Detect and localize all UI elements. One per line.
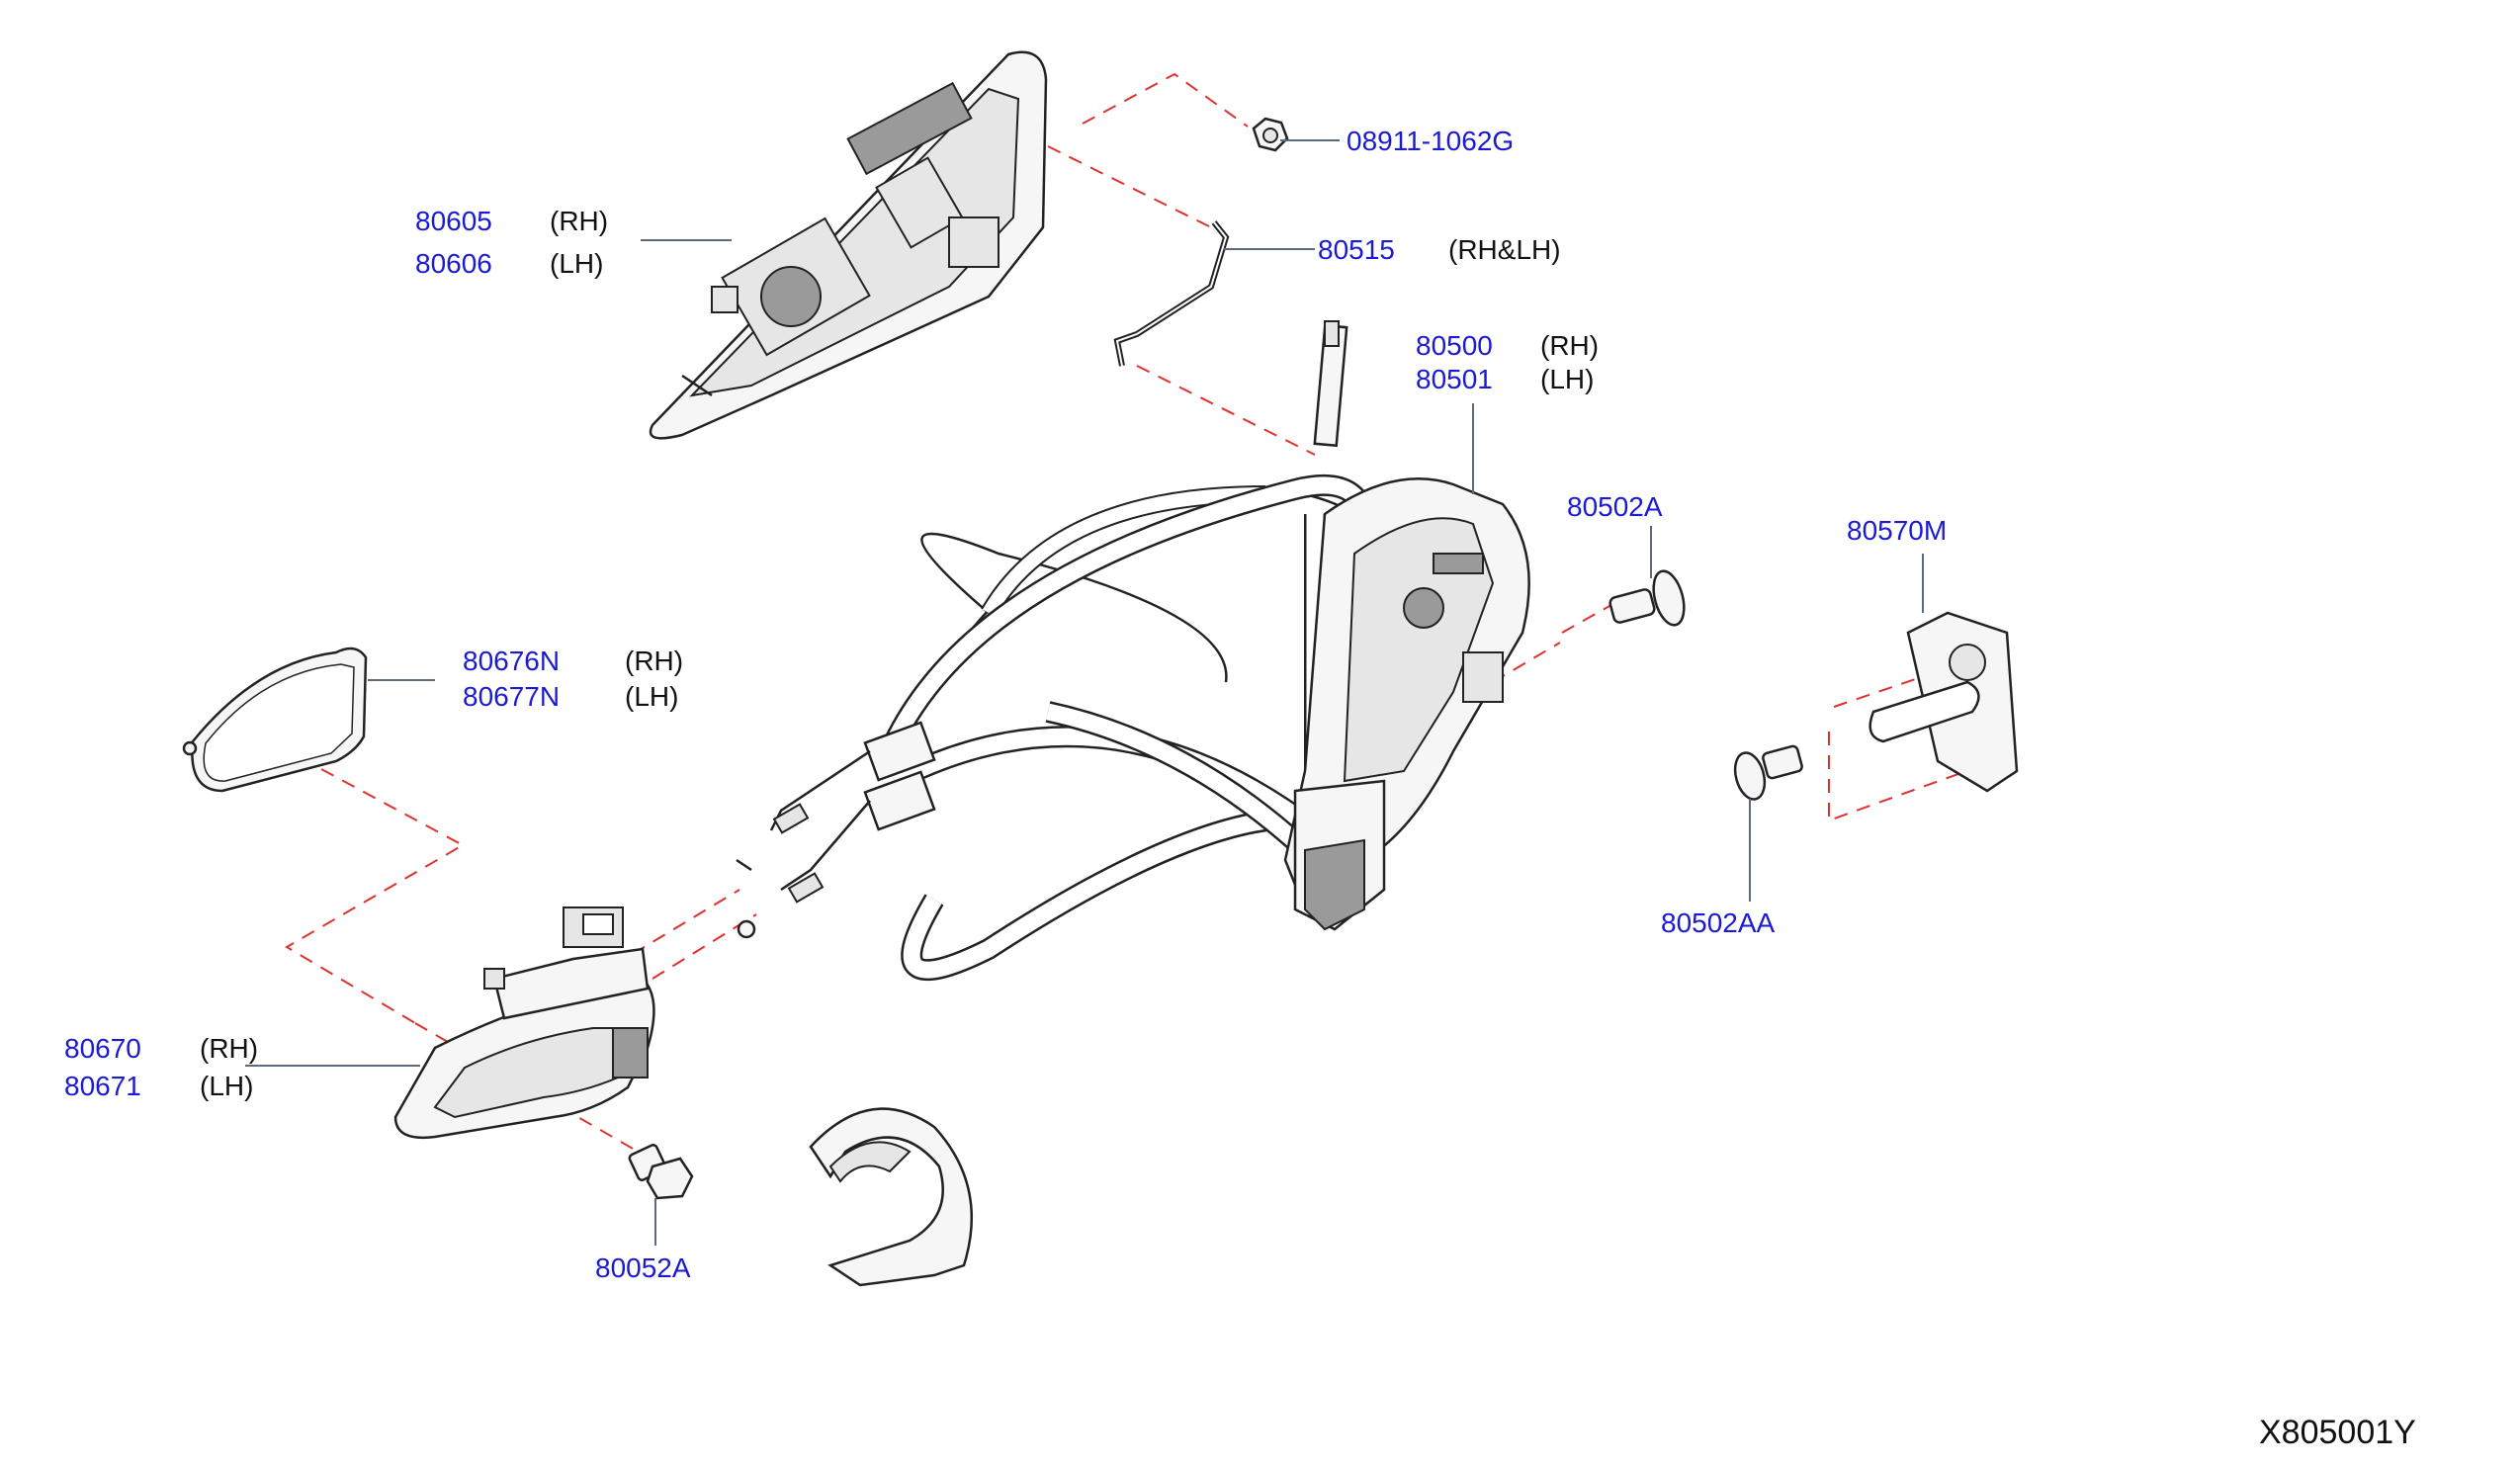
label-80501-side: (LH) (1540, 364, 1594, 394)
outside-door-handle-80670 (393, 906, 655, 1140)
handle-bolt-80052A (628, 1144, 694, 1200)
label-80606-side: (LH) (550, 248, 603, 279)
lock-rod-80515 (1113, 220, 1230, 367)
label-80502A-part: 80502A (1567, 491, 1663, 522)
label-80570M-part: 80570M (1847, 515, 1947, 546)
label-80676N-side: (RH) (625, 646, 683, 676)
label-08911-part: 08911-1062G (1347, 126, 1514, 156)
door-lock-cables (736, 474, 1375, 982)
handle-gasket-80676N (182, 647, 368, 793)
label-80501-part: 80501 (1416, 364, 1493, 394)
label-80671-side: (LH) (200, 1071, 253, 1101)
label-80606-part: 80606 (415, 248, 492, 279)
label-80670-part: 80670 (64, 1033, 141, 1064)
inside-door-handle-80605 (649, 50, 1048, 440)
striker-screw-80502A (1608, 569, 1686, 627)
striker-screw-80502AA (1733, 744, 1803, 801)
label-80515-part: 80515 (1318, 234, 1395, 265)
part-labels: 80605 (RH) 80606 (LH) 08911-1062G 80515 … (64, 126, 2416, 1451)
door-lock-actuator-80500 (1283, 320, 1530, 931)
flange-nut-08911 (1252, 117, 1289, 152)
handle-escutcheon-cover (809, 1107, 974, 1287)
label-80677N-side: (LH) (625, 681, 678, 712)
label-80500-part: 80500 (1416, 330, 1493, 361)
label-80515-side: (RH&LH) (1448, 234, 1561, 265)
label-80670-side: (RH) (200, 1033, 258, 1064)
label-80671-part: 80671 (64, 1071, 141, 1101)
label-80500-side: (RH) (1540, 330, 1599, 361)
diagram-code: X805001Y (2259, 1414, 2416, 1451)
label-80676N-part: 80676N (463, 646, 560, 676)
leader-lines (245, 139, 1924, 1246)
label-80677N-part: 80677N (463, 681, 560, 712)
label-80052A-part: 80052A (595, 1252, 691, 1283)
label-80605-part: 80605 (415, 206, 492, 236)
label-80605-side: (RH) (550, 206, 608, 236)
label-80502AA-part: 80502AA (1661, 907, 1776, 938)
door-striker-80570M (1868, 611, 2019, 793)
